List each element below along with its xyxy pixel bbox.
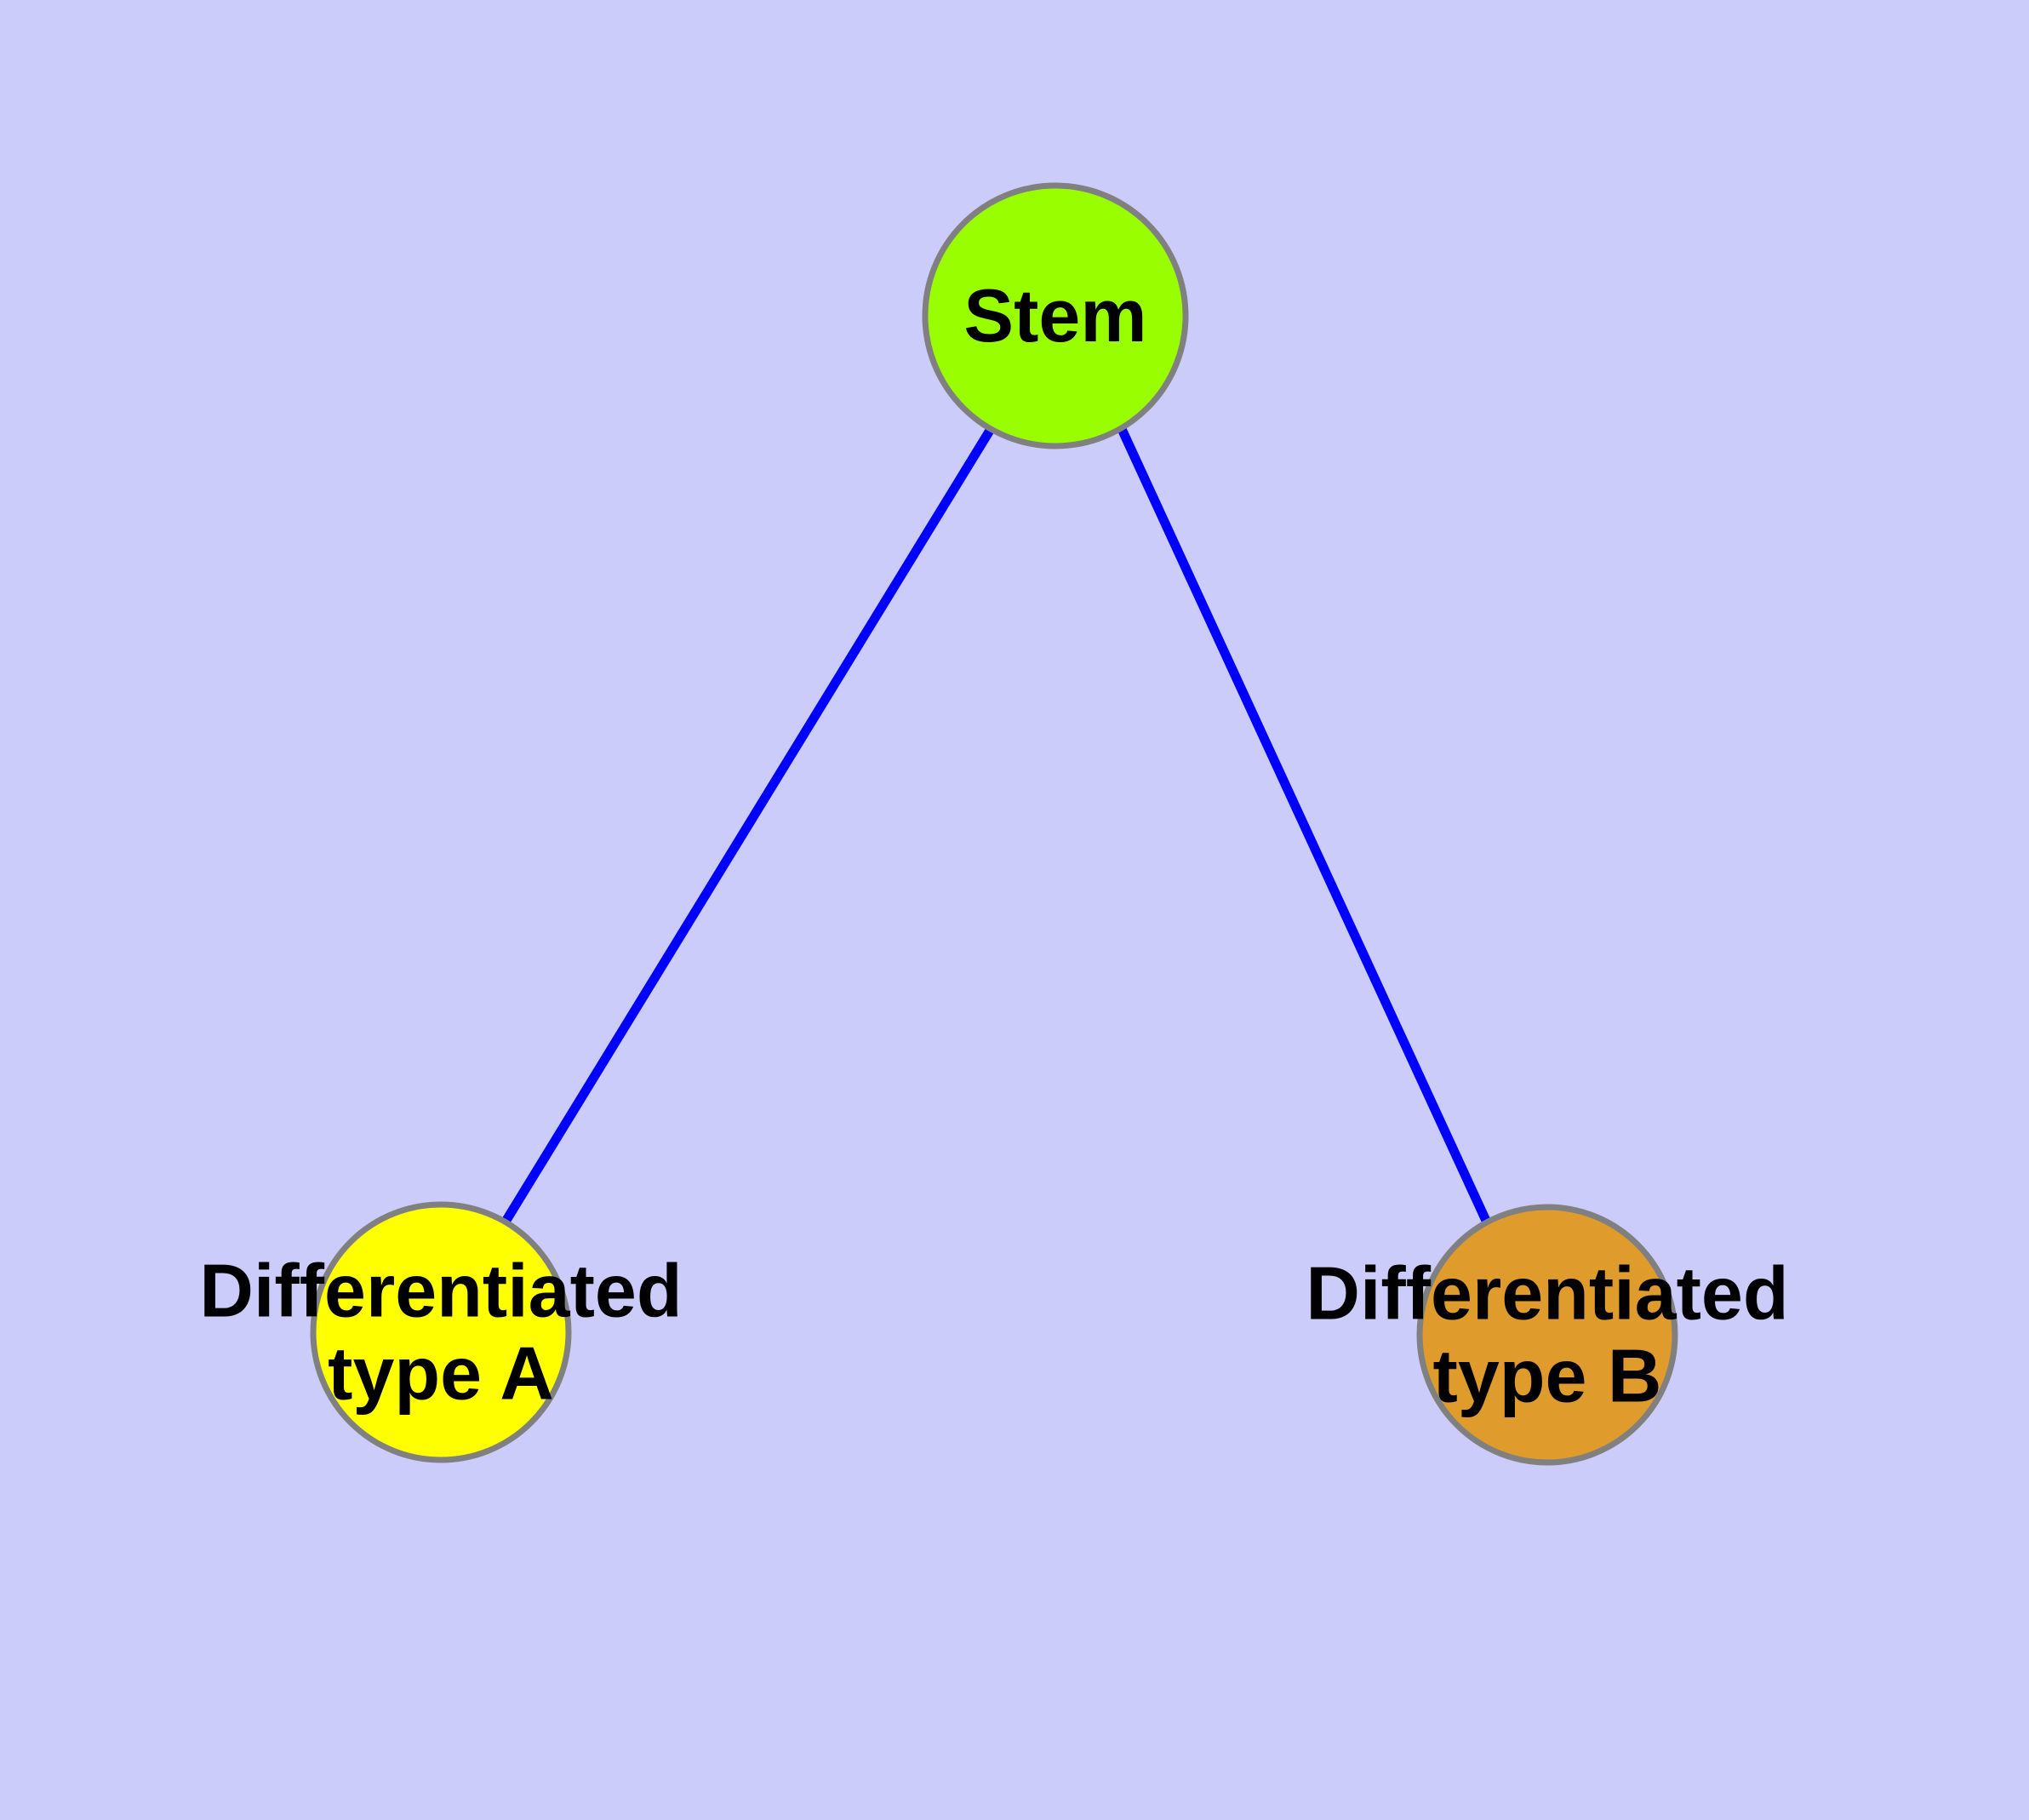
node-label-line: Stem — [963, 273, 1146, 358]
node-label-line: Differentiated — [1306, 1251, 1788, 1335]
node-label-line: Differentiated — [199, 1248, 682, 1332]
node-label-line: type B — [1433, 1333, 1662, 1417]
nodes-layer — [310, 182, 1678, 1466]
node-label-stem: Stem — [963, 273, 1146, 358]
graph-node-diff_a[interactable] — [310, 1201, 572, 1463]
node-label-line: type A — [328, 1331, 554, 1415]
graph-edge-stem-diff_b[interactable] — [1117, 426, 1491, 1225]
graph-node-diff_b[interactable] — [1416, 1204, 1678, 1466]
edges-layer — [501, 426, 1491, 1225]
graph-node-stem[interactable] — [922, 182, 1189, 449]
graph-edge-stem-diff_a[interactable] — [501, 426, 995, 1224]
